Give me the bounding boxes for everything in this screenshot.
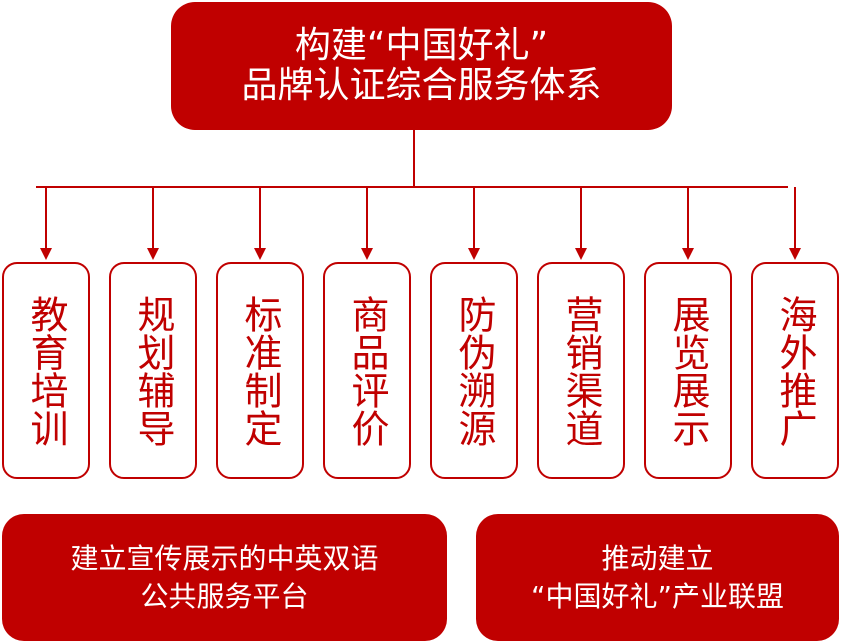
branch-arrows (40, 187, 801, 260)
service-label: 营销渠道 (559, 294, 603, 447)
service-label: 展览展示 (666, 294, 710, 447)
service-label: 教育培训 (24, 294, 68, 447)
service-label: 规划辅导 (131, 294, 175, 447)
branch-arrowhead (575, 248, 587, 260)
service-box-overseas-promotion: 海外推广 (751, 262, 839, 479)
bilingual-platform-line1: 建立宣传展示的中英双语 (70, 541, 379, 575)
branch-arrowhead (361, 248, 373, 260)
branch-arrowhead (147, 248, 159, 260)
service-box-marketing-channels: 营销渠道 (537, 262, 625, 479)
industry-alliance-line2: “中国好礼”产业联盟 (530, 579, 784, 613)
branch-arrowhead (789, 248, 801, 260)
service-box-anti-counterfeit-tracing: 防伪溯源 (430, 262, 518, 479)
system-title-line1: 构建“中国好礼” (294, 25, 549, 66)
service-label: 海外推广 (773, 294, 817, 447)
industry-alliance-box: 推动建立 “中国好礼”产业联盟 (476, 514, 839, 641)
connector-lines (36, 130, 801, 260)
branch-arrowhead (40, 248, 52, 260)
service-box-standard-setting: 标准制定 (216, 262, 304, 479)
service-box-product-evaluation: 商品评价 (323, 262, 411, 479)
industry-alliance-line1: 推动建立 (601, 541, 714, 575)
service-box-planning-guidance: 规划辅导 (109, 262, 197, 479)
bilingual-platform-line2: 公共服务平台 (140, 579, 309, 613)
branch-arrowhead (254, 248, 266, 260)
service-label: 商品评价 (345, 294, 389, 447)
service-box-education-training: 教育培训 (2, 262, 90, 479)
bilingual-platform-box: 建立宣传展示的中英双语 公共服务平台 (2, 514, 447, 641)
service-box-exhibition-display: 展览展示 (644, 262, 732, 479)
branch-arrowhead (468, 248, 480, 260)
service-label: 标准制定 (238, 294, 282, 447)
system-title-line2: 品牌认证综合服务体系 (241, 65, 602, 106)
service-label: 防伪溯源 (452, 294, 496, 447)
branch-arrowhead (682, 248, 694, 260)
system-title-box: 构建“中国好礼” 品牌认证综合服务体系 (171, 2, 672, 130)
